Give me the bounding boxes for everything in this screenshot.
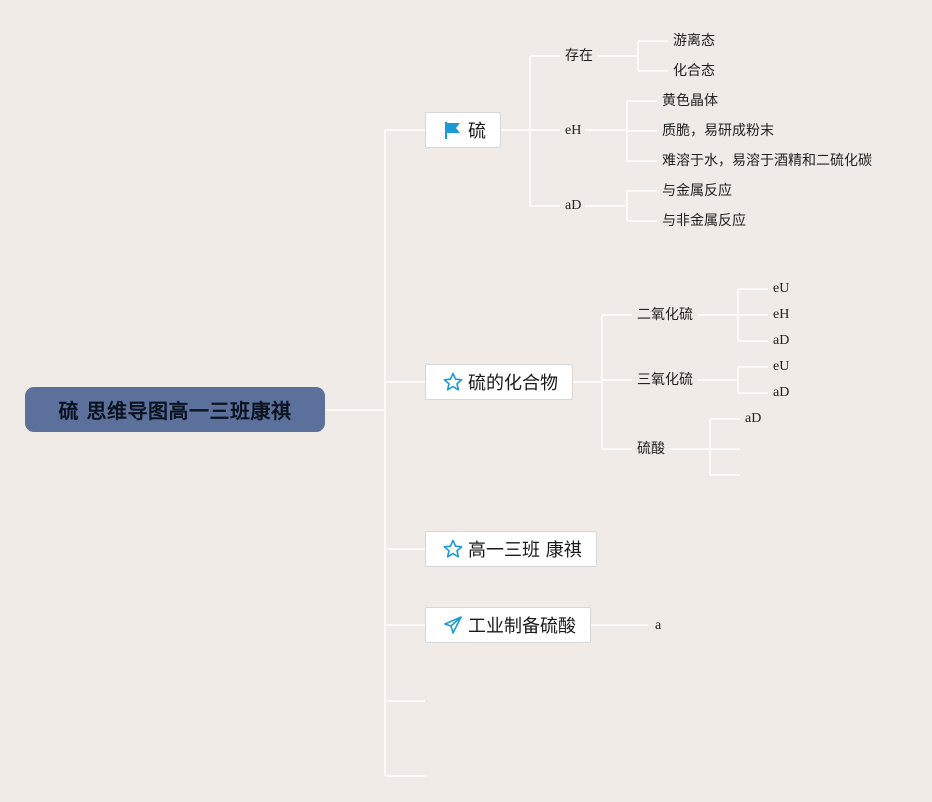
- node-so2-item[interactable]: aD: [773, 333, 790, 348]
- node-so2[interactable]: 二氧化硫: [637, 307, 693, 323]
- node-h2so4[interactable]: 硫酸: [637, 441, 665, 457]
- paper-plane-icon: [442, 614, 464, 636]
- node-so2-item[interactable]: eH: [773, 307, 790, 322]
- branch-sulfur[interactable]: 硫: [425, 112, 501, 148]
- branch-industry-label: 工业制备硫酸: [468, 616, 576, 637]
- branch-class-label: 高一三班 康祺: [468, 540, 582, 561]
- node-h2so4-item[interactable]: aD: [745, 411, 762, 426]
- root-node[interactable]: 硫 思维导图高一三班康祺: [25, 387, 325, 432]
- node-eh-item[interactable]: 质脆，易研成粉末: [662, 123, 774, 139]
- branch-class[interactable]: 高一三班 康祺: [425, 531, 597, 567]
- root-label: 硫 思维导图高一三班康祺: [58, 399, 292, 423]
- node-so3-item[interactable]: aD: [773, 385, 790, 400]
- node-so3-item[interactable]: eU: [773, 359, 790, 374]
- node-ad-item[interactable]: 与非金属反应: [662, 213, 746, 229]
- node-so2-item[interactable]: eU: [773, 281, 790, 296]
- node-eh-item[interactable]: 难溶于水，易溶于酒精和二硫化碳: [662, 153, 872, 169]
- node-cunzai-compound[interactable]: 化合态: [673, 63, 715, 79]
- branch-sulfur-compounds[interactable]: 硫的化合物: [425, 364, 573, 400]
- branch-sulfur-label: 硫: [468, 121, 486, 142]
- node-cunzai-free[interactable]: 游离态: [673, 33, 715, 49]
- flag-icon: [442, 119, 464, 141]
- node-so3[interactable]: 三氧化硫: [637, 372, 693, 388]
- node-eh-item[interactable]: 黄色晶体: [662, 93, 718, 109]
- star-icon: [442, 538, 464, 560]
- node-industry-item[interactable]: a: [655, 618, 662, 633]
- branch-sulfur-compounds-label: 硫的化合物: [468, 373, 558, 394]
- branch-industry[interactable]: 工业制备硫酸: [425, 607, 591, 643]
- node-ad[interactable]: aD: [565, 198, 582, 213]
- node-cunzai[interactable]: 存在: [565, 48, 593, 64]
- node-eh[interactable]: eH: [565, 123, 582, 138]
- node-ad-item[interactable]: 与金属反应: [662, 183, 732, 199]
- star-icon: [442, 371, 464, 393]
